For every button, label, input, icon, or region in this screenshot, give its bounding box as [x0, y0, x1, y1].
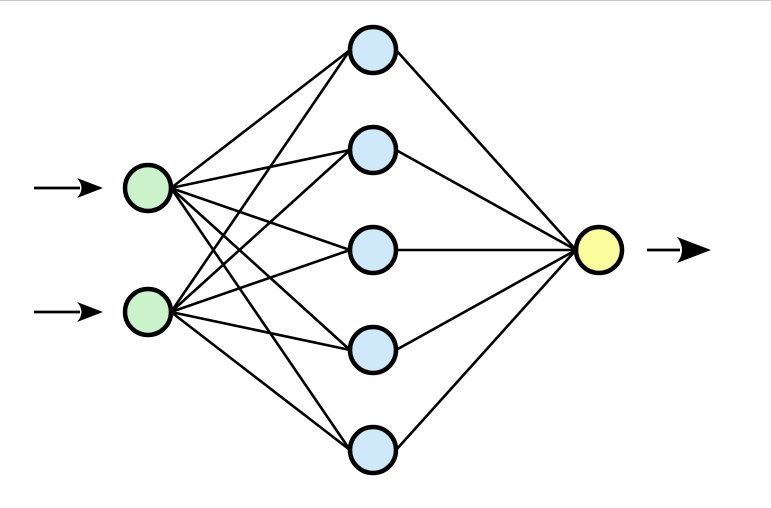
input-arrow-1 — [34, 178, 103, 198]
edge-input-1-to-hidden-3 — [169, 186, 352, 252]
input-arrow-1-head-icon — [77, 178, 103, 198]
edge-input-1-to-hidden-1 — [169, 48, 352, 190]
arrows-group — [34, 178, 711, 322]
edge-hidden-1-to-output-1 — [394, 48, 578, 252]
hidden-2-node — [347, 124, 399, 176]
edge-hidden-4-to-output-1 — [394, 248, 578, 352]
edge-input-1-to-hidden-5 — [169, 186, 352, 452]
input-arrow-2-head-icon — [77, 302, 103, 322]
hidden-1-node — [347, 24, 399, 76]
hidden-4-node — [347, 324, 399, 376]
edge-input-2-to-hidden-1 — [169, 48, 352, 314]
edge-hidden-5-to-output-1 — [394, 248, 578, 452]
edge-input-2-to-hidden-4 — [169, 310, 352, 352]
edge-input-1-to-hidden-4 — [169, 186, 352, 352]
edge-input-2-to-hidden-2 — [169, 148, 352, 314]
hidden-3-node — [347, 224, 399, 276]
output-1-node — [573, 224, 625, 276]
edge-input-2-to-hidden-3 — [169, 248, 352, 314]
hidden-5-node — [347, 424, 399, 476]
edge-hidden-2-to-output-1 — [394, 148, 578, 252]
input-2-node — [122, 286, 174, 338]
input-1-node — [122, 162, 174, 214]
nodes-group — [122, 24, 625, 476]
output-arrow-head-icon — [677, 237, 711, 263]
top-border-line — [0, 0, 771, 1]
output-arrow — [647, 237, 711, 263]
input-arrow-2 — [34, 302, 103, 322]
edge-input-1-to-hidden-2 — [169, 148, 352, 190]
edge-input-2-to-hidden-5 — [169, 310, 352, 452]
edges-group — [169, 48, 578, 452]
